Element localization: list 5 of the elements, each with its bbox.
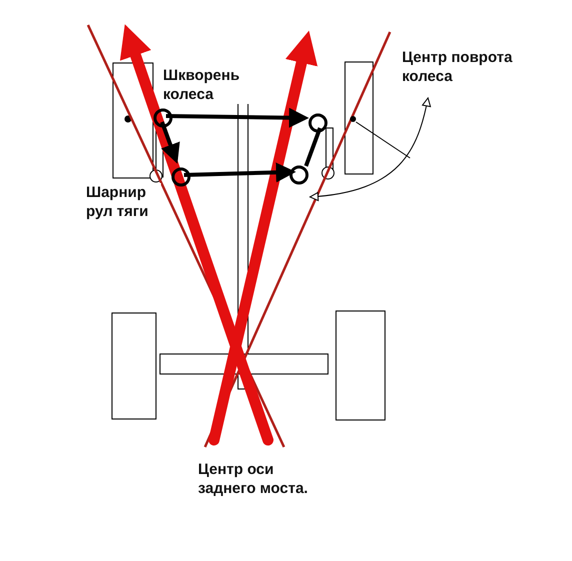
pivot-point <box>350 116 356 122</box>
curved-arrow <box>310 98 431 201</box>
callout-text: Центр поврота колеса <box>402 48 552 86</box>
part-label: Шарнир рул тяги <box>86 183 161 221</box>
leader-line <box>356 122 410 158</box>
